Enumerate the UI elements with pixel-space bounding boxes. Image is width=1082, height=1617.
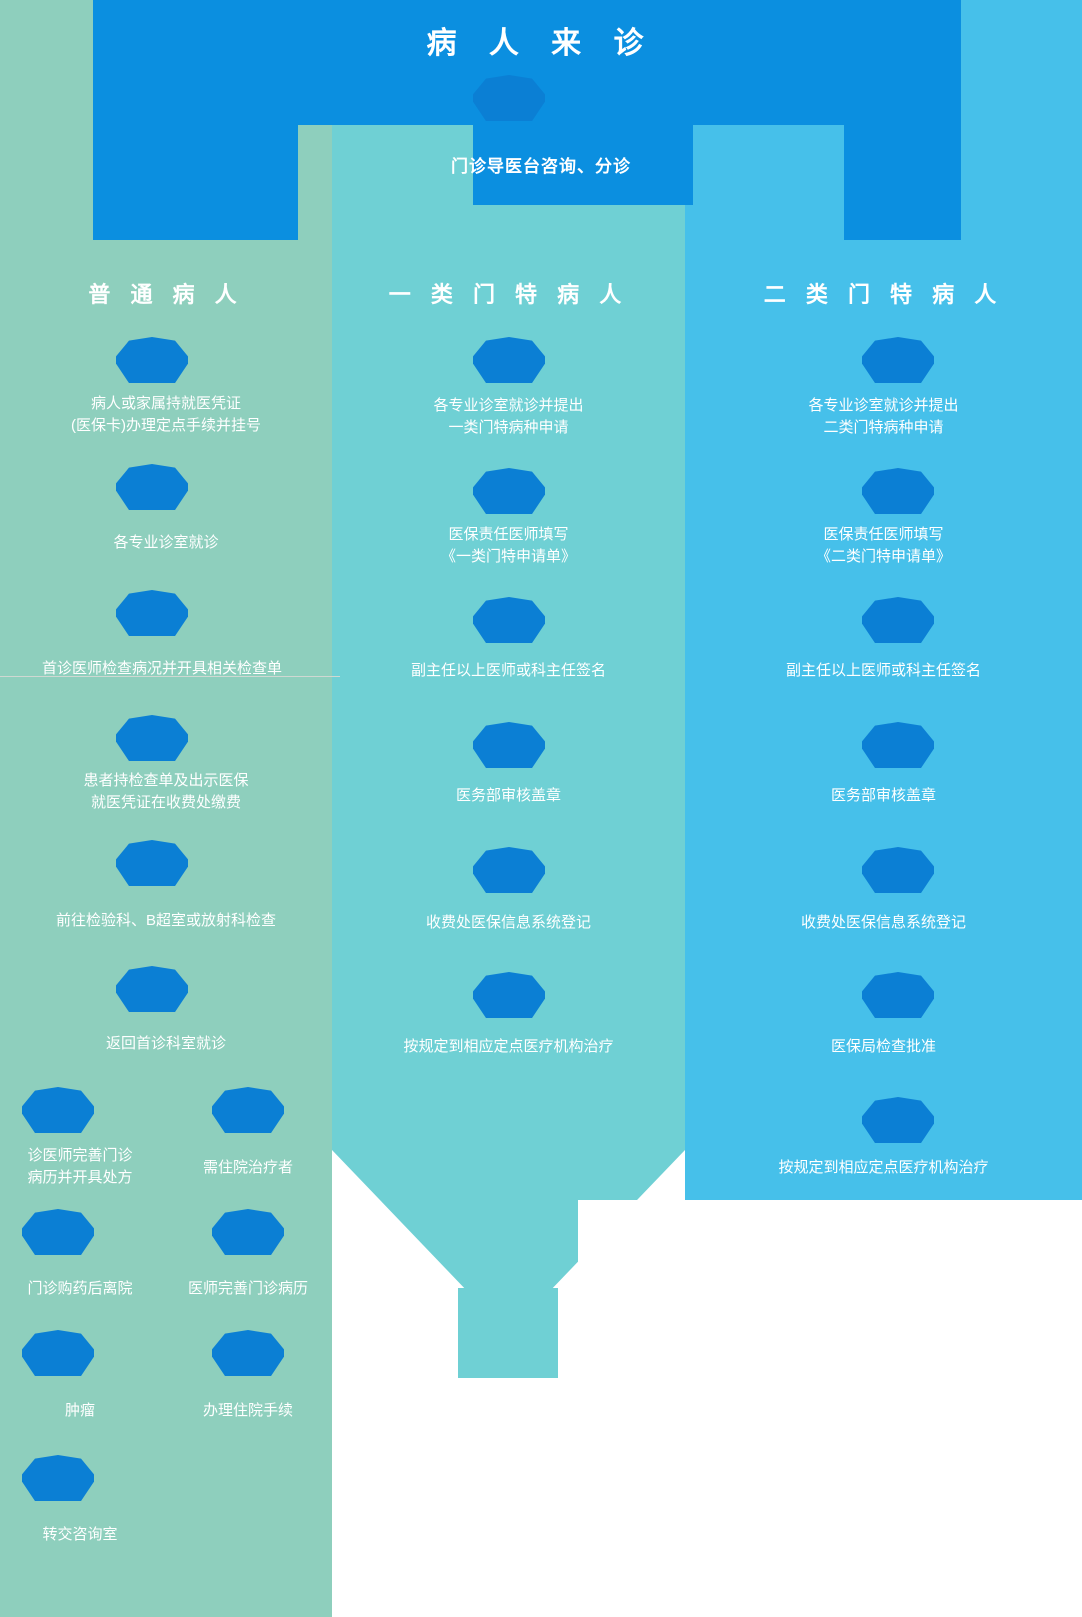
arrow-a-left-1	[22, 1087, 94, 1133]
step-b-2: 医保责任医师填写 《一类门特申请单》	[440, 526, 576, 565]
white-cutout	[578, 1200, 1082, 1617]
step-c-5: 收费处医保信息系统登记	[800, 914, 966, 931]
arrow-c-4	[862, 722, 934, 768]
step-a-3: 首诊医师检查病况并开具相关检查单	[41, 660, 282, 677]
arrow-c-6	[862, 972, 934, 1018]
arrow-b-3	[473, 597, 545, 643]
column-title-type2: 二 类 门 特 病 人	[763, 282, 1004, 307]
arrow-b-1	[473, 337, 545, 383]
step-a-1: 病人或家属持就医凭证 (医保卡)办理定点手续并挂号	[71, 395, 261, 434]
step-a-right-1: 需住院治疗者	[202, 1159, 293, 1176]
arrow-b-5	[473, 847, 545, 893]
arrow-a-right-1	[212, 1087, 284, 1133]
step-b-3: 副主任以上医师或科主任签名	[410, 662, 606, 679]
arrow-b-6	[473, 972, 545, 1018]
step-b-6: 按规定到相应定点医疗机构治疗	[403, 1038, 614, 1055]
page-title: 病 人 来 诊	[426, 27, 656, 60]
arrow-a-right-3	[212, 1330, 284, 1376]
step-a-right-2: 医师完善门诊病历	[187, 1280, 308, 1297]
arrow-c-5	[862, 847, 934, 893]
step-c-2: 医保责任医师填写 《二类门特申请单》	[815, 526, 951, 565]
arrow-c-7	[862, 1097, 934, 1143]
step-a-4: 患者持检查单及出示医保 就医凭证在收费处缴费	[83, 772, 249, 811]
step-b-1: 各专业诊室就诊并提出 一类门特病种申请	[433, 397, 584, 436]
step-b-5: 收费处医保信息系统登记	[425, 914, 591, 931]
column-title-general: 普 通 病 人	[88, 282, 244, 307]
arrow-header-to-sub	[473, 75, 545, 121]
step-c-7: 按规定到相应定点医疗机构治疗	[778, 1159, 989, 1176]
arrow-a-left-2	[22, 1209, 94, 1255]
step-a-left-4: 转交咨询室	[42, 1526, 118, 1543]
arrow-a-1	[116, 337, 188, 383]
arrow-c-3	[862, 597, 934, 643]
step-a-5: 前往检验科、B超室或放射科检查	[55, 912, 276, 929]
arrow-a-left-4	[22, 1455, 94, 1501]
arrow-a-5	[116, 840, 188, 886]
step-a-left-1: 诊医师完善门诊 病历并开具处方	[27, 1147, 133, 1186]
step-a-right-3: 办理住院手续	[202, 1402, 293, 1419]
header-subtitle: 门诊导医台咨询、分诊	[451, 157, 631, 176]
step-a-2: 各专业诊室就诊	[113, 534, 219, 551]
arrow-a-4	[116, 715, 188, 761]
step-a-6: 返回首诊科室就诊	[105, 1035, 226, 1052]
column-title-type1: 一 类 门 特 病 人	[388, 282, 629, 307]
step-b-4: 医务部审核盖章	[455, 787, 561, 804]
arrow-c-2	[862, 468, 934, 514]
step-c-6: 医保局检查批准	[830, 1038, 936, 1055]
arrow-a-3	[116, 590, 188, 636]
arrow-c-1	[862, 337, 934, 383]
arrow-b-4	[473, 722, 545, 768]
column-stem-type1	[458, 1288, 558, 1378]
arrow-a-2	[116, 464, 188, 510]
divider-line-a	[0, 676, 340, 677]
step-c-3: 副主任以上医师或科主任签名	[785, 662, 981, 679]
step-a-left-2: 门诊购药后离院	[27, 1280, 133, 1297]
step-a-left-3: 肿瘤	[64, 1402, 95, 1419]
arrow-a-right-2	[212, 1209, 284, 1255]
arrow-b-2	[473, 468, 545, 514]
arrow-a-left-3	[22, 1330, 94, 1376]
step-c-4: 医务部审核盖章	[830, 787, 936, 804]
arrow-a-6	[116, 966, 188, 1012]
step-c-1: 各专业诊室就诊并提出 二类门特病种申请	[808, 397, 959, 436]
